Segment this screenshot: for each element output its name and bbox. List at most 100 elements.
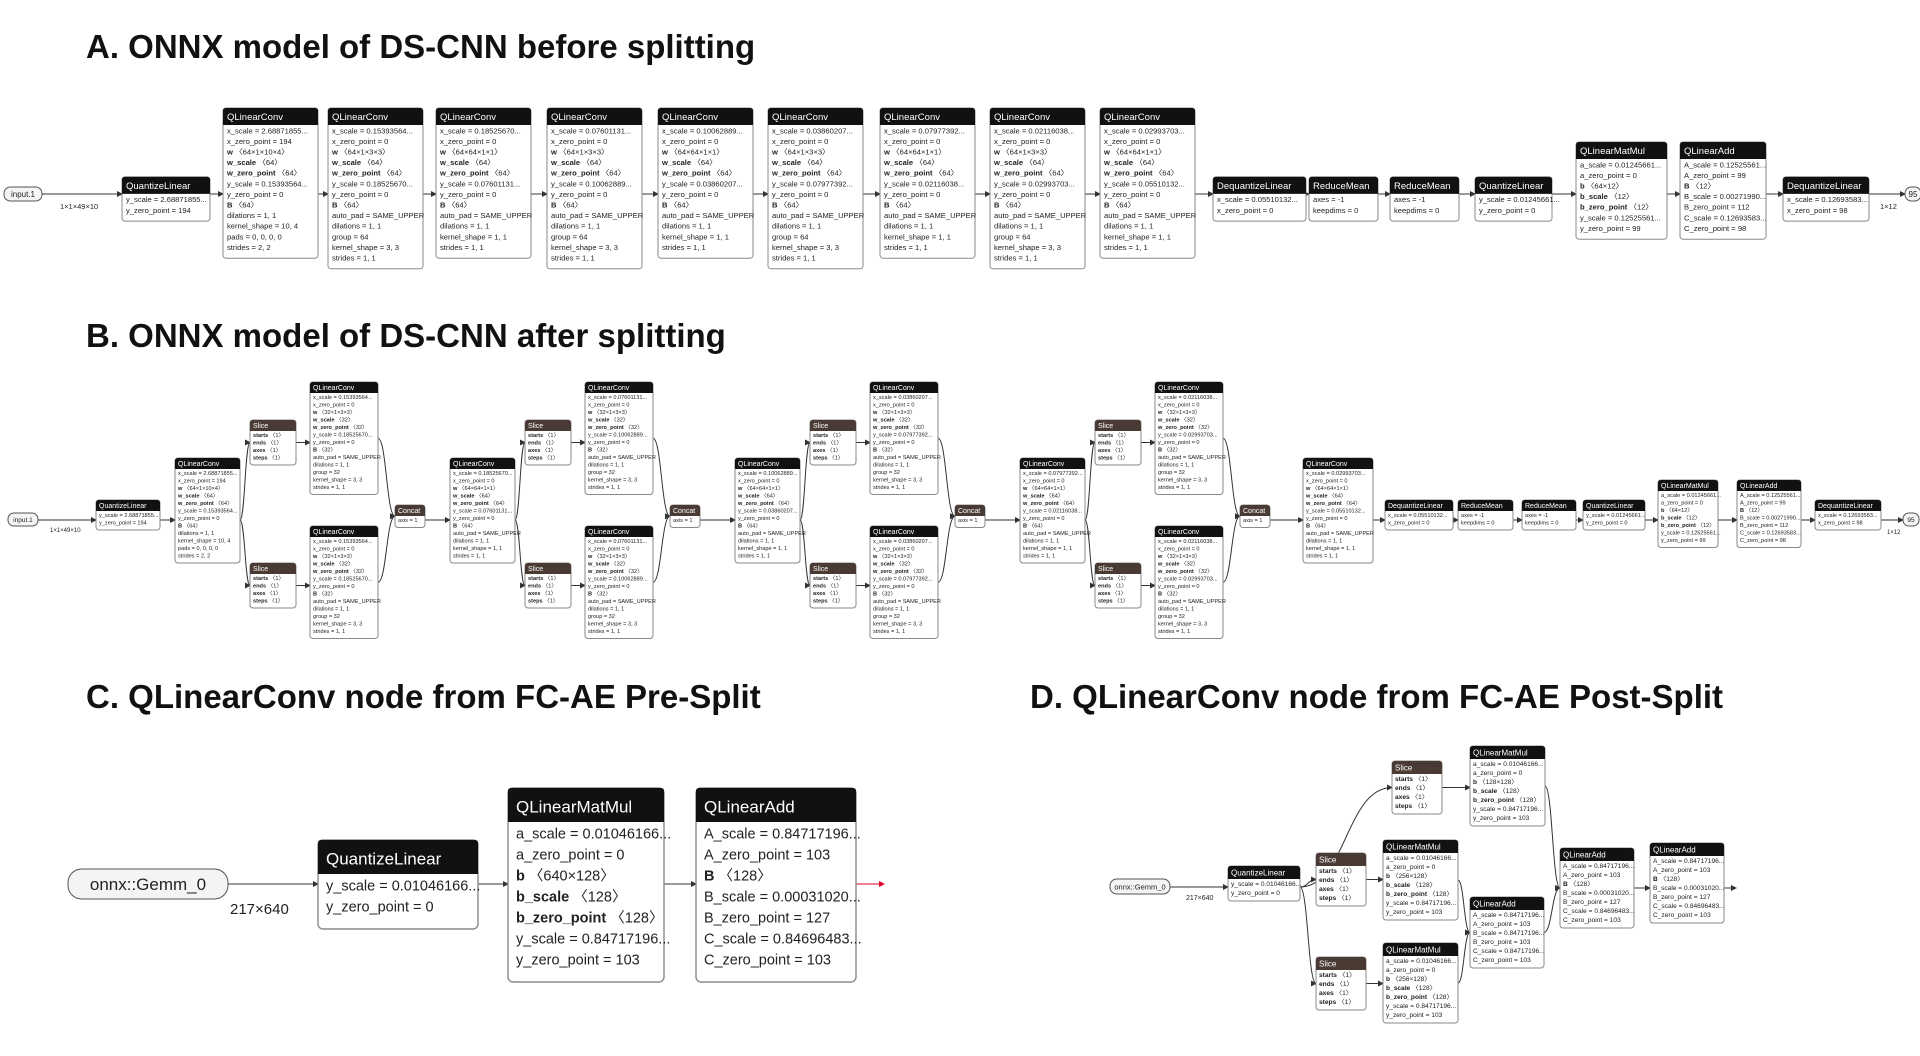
node-attr: C_scale = 0.84696483... [704,931,862,947]
node-attr: y_scale = 0.05510132... [1306,508,1366,514]
node-attr: x_scale = 0.05510132... [1217,195,1298,204]
node-attr: strides = 1, 1 [1104,243,1148,252]
node-attr: w_zero_point 〈64〉 [550,169,625,178]
input-node[interactable]: input.1 [3,186,43,202]
node-attr: B 〈64〉 [227,200,258,209]
output-node[interactable]: 95 [1902,512,1920,527]
node-attr: group = 64 [332,232,369,241]
node-attr: w 〈64×1×3×3〉 [331,147,390,156]
node-attr: C_zero_point = 98 [1740,538,1786,544]
node-attr: y_zero_point = 194 [99,520,147,526]
node-attr: steps 〈1〉 [253,597,283,604]
node-attr: y_scale = 0.10062889... [551,179,632,188]
node-title: QLinearConv [588,529,630,536]
output-node[interactable]: 95 [1904,186,1920,202]
input-node[interactable]: input.1 [7,512,39,527]
node-attr: dilations = 1, 1 [994,222,1043,231]
node-attr: B 〈32〉 [588,590,611,597]
node-attr: w_scale 〈64〉 [439,158,495,167]
node-attr: y_zero_point = 0 [1158,584,1200,590]
node-title: QLinearMatMul [1473,748,1528,757]
node-title: Concat [1243,508,1265,515]
node-attr: axes = -1 [1313,195,1344,204]
node-title: QLinearConv [453,461,495,468]
node-title: QuantizeLinear [126,181,190,192]
node-attr: steps 〈1〉 [1319,998,1355,1006]
node-attr: kernel_shape = 3, 3 [1158,621,1207,627]
input-node[interactable]: onnx::Gemm_0 [1109,878,1171,895]
node-attr: axes 〈1〉 [813,447,841,454]
node-attr: x_zero_point = 0 [1306,478,1348,484]
input-node[interactable]: onnx::Gemm_0 [67,868,229,900]
node-title: Slice [1319,959,1337,968]
node-attr: axes 〈1〉 [253,447,281,454]
node-attr: x_zero_point = 0 [738,478,780,484]
node-attr: y_scale = 2.68871855... [126,195,207,204]
node-title: QLinearMatMul [1661,483,1709,490]
